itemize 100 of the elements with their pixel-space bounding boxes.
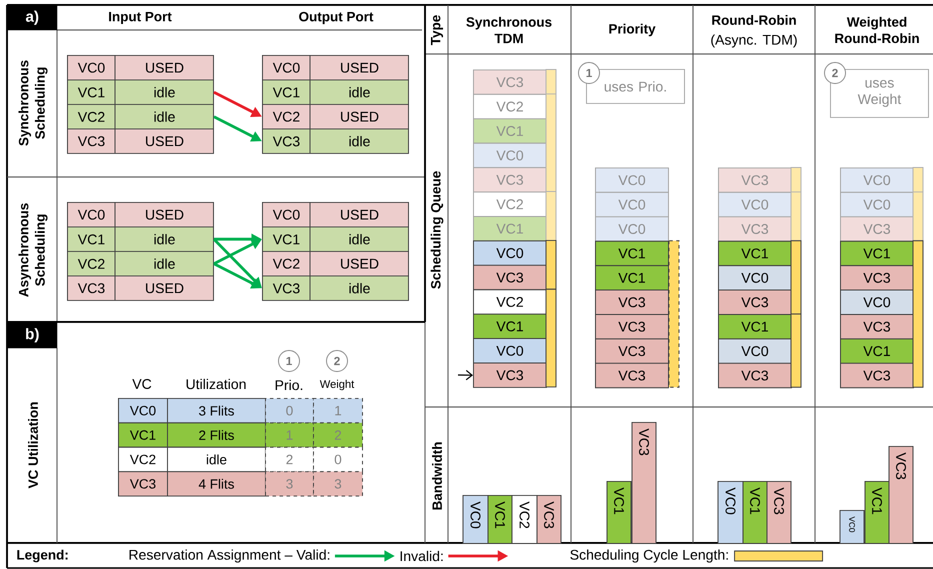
row-header: Type bbox=[430, 15, 444, 46]
column-header: Weighted Round-Robin bbox=[835, 16, 919, 44]
queue-slot: VC0 bbox=[718, 265, 792, 291]
bandwidth-bar: VC0 bbox=[718, 481, 744, 544]
legend-text: Scheduling Cycle Length: bbox=[570, 549, 728, 563]
bandwidth-bar: VC1 bbox=[488, 495, 512, 544]
table-row: VC1 idle bbox=[262, 79, 409, 105]
queue-slot: VC0 bbox=[840, 168, 914, 193]
column-header: VC bbox=[132, 379, 152, 389]
table-cell: 3 bbox=[265, 471, 314, 497]
column-header: Utilization bbox=[186, 378, 246, 390]
queue-slot: VC0 bbox=[473, 338, 547, 364]
table-cell: 1 bbox=[313, 398, 363, 424]
legend-text: Reservation Assignment – Valid: bbox=[130, 549, 330, 563]
callout-number: 1 bbox=[578, 62, 600, 84]
queue-slot: VC0 bbox=[840, 290, 914, 315]
queue-slot: VC3 bbox=[718, 362, 792, 388]
table-row: VC3 idle bbox=[262, 128, 409, 154]
queue-slot: VC3 bbox=[718, 168, 792, 193]
queue-slot: VC3 bbox=[840, 362, 914, 388]
queue-slot: VC3 bbox=[473, 70, 547, 95]
queue-slot: VC3 bbox=[473, 362, 547, 388]
table-row: VC2 USED bbox=[262, 104, 409, 130]
panel-tab: a) bbox=[7, 5, 58, 30]
table-cell: VC3 bbox=[118, 471, 168, 497]
queue-slot: VC1 bbox=[718, 314, 792, 340]
bandwidth-bar: VC3 bbox=[766, 481, 792, 544]
callout-number: 1 bbox=[278, 350, 300, 372]
queue-slot: VC3 bbox=[595, 290, 669, 315]
queue-slot: VC3 bbox=[595, 338, 669, 364]
bandwidth-bar: VC2 bbox=[512, 495, 538, 544]
queue-slot: VC1 bbox=[473, 314, 547, 340]
bandwidth-bar: VC3 bbox=[632, 422, 656, 544]
queue-slot: VC1 bbox=[840, 338, 914, 364]
column-header: Prio. bbox=[276, 380, 302, 390]
bandwidth-bar: VC0 bbox=[840, 510, 864, 544]
queue-slot: VC0 bbox=[595, 192, 669, 218]
table-row: VC3 USED bbox=[67, 275, 214, 301]
table-row: VC1 idle bbox=[67, 226, 214, 252]
queue-slot: VC1 bbox=[473, 118, 547, 144]
queue-slot: VC3 bbox=[718, 216, 792, 242]
queue-slot: VC0 bbox=[473, 240, 547, 266]
bandwidth-bar: VC3 bbox=[536, 495, 562, 544]
table-cell: 2 bbox=[265, 446, 314, 472]
queue-slot: VC3 bbox=[840, 265, 914, 291]
row-header: Scheduling Queue bbox=[430, 171, 444, 289]
bandwidth-bar: VC3 bbox=[888, 446, 914, 544]
table-row: VC2 idle bbox=[67, 250, 214, 276]
table-row: VC0 USED bbox=[67, 54, 214, 80]
table-row: VC0 USED bbox=[67, 202, 214, 228]
table-row: VC3 USED bbox=[67, 128, 214, 154]
column-header: Weight bbox=[320, 380, 354, 390]
arrow bbox=[458, 370, 473, 380]
queue-slot: VC1 bbox=[595, 240, 669, 266]
queue-slot: VC3 bbox=[473, 167, 547, 193]
queue-slot: VC3 bbox=[595, 314, 669, 340]
queue-slot: VC1 bbox=[840, 240, 914, 266]
queue-slot: VC0 bbox=[718, 192, 792, 218]
table-cell: 0 bbox=[265, 398, 314, 424]
column-header: Output Port bbox=[299, 12, 374, 24]
table-cell: 2 bbox=[313, 422, 363, 448]
table-row: VC3 idle bbox=[262, 275, 409, 301]
panel-tab: b) bbox=[7, 322, 58, 348]
queue-slot: VC1 bbox=[595, 265, 669, 291]
row-header: Bandwidth bbox=[432, 442, 442, 510]
queue-slot: VC2 bbox=[473, 192, 547, 217]
table-row: VC2 idle bbox=[67, 104, 214, 130]
queue-slot: VC3 bbox=[473, 264, 547, 290]
table-cell: 1 bbox=[265, 422, 314, 448]
queue-slot: VC3 bbox=[595, 362, 669, 388]
queue-slot: VC3 bbox=[718, 290, 792, 315]
callout-number: 2 bbox=[326, 350, 348, 372]
table-row: VC1 idle bbox=[67, 79, 214, 105]
column-header: Priority bbox=[609, 24, 656, 36]
queue-slot: VC1 bbox=[473, 216, 547, 242]
bandwidth-bar: VC1 bbox=[742, 481, 768, 544]
legend-title: Legend: bbox=[17, 550, 68, 562]
column-header: (Async. TDM) bbox=[711, 34, 797, 48]
node-label: b) bbox=[26, 328, 39, 342]
table-row: VC0 USED bbox=[262, 54, 409, 80]
queue-slot: VC0 bbox=[473, 142, 547, 168]
queue-slot: VC0 bbox=[595, 168, 669, 193]
table-cell: VC2 bbox=[118, 446, 168, 472]
queue-slot: VC0 bbox=[718, 338, 792, 364]
column-header: Input Port bbox=[109, 12, 172, 24]
table-cell: VC1 bbox=[118, 422, 168, 448]
queue-slot: VC1 bbox=[718, 240, 792, 266]
bandwidth-bar: VC1 bbox=[606, 481, 632, 544]
queue-slot: VC0 bbox=[595, 216, 669, 242]
table-row: VC2 USED bbox=[262, 250, 409, 276]
queue-slot: VC2 bbox=[473, 94, 547, 120]
legend-text: Invalid: bbox=[400, 550, 443, 562]
callout-number: 2 bbox=[824, 62, 846, 84]
column-header: Round-Robin bbox=[712, 15, 796, 25]
bandwidth-bar: VC1 bbox=[864, 481, 890, 544]
queue-slot: VC0 bbox=[840, 192, 914, 218]
row-header: Asynchronous Scheduling bbox=[18, 203, 48, 297]
queue-slot: VC3 bbox=[840, 314, 914, 340]
row-header: VC Utilization bbox=[28, 402, 38, 488]
table-cell: VC0 bbox=[118, 398, 168, 424]
